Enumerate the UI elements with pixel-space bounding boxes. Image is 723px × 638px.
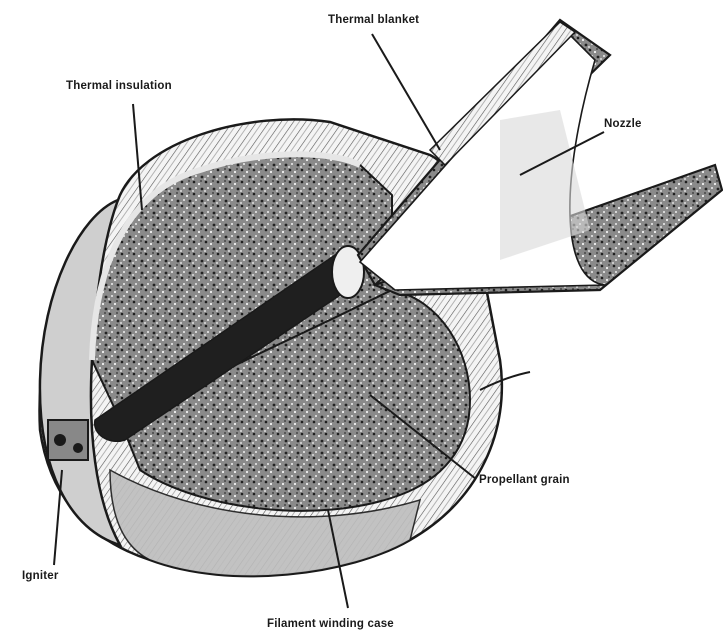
label-nozzle: Nozzle xyxy=(604,118,642,130)
label-thermal-insulation: Thermal insulation xyxy=(66,80,172,92)
label-igniter: Igniter xyxy=(22,570,59,582)
label-thermal-blanket: Thermal blanket xyxy=(328,14,419,26)
label-propellant-grain: Propellant grain xyxy=(479,474,570,486)
label-filament-winding-case: Filament winding case xyxy=(267,618,394,630)
leader-thermal-blanket xyxy=(372,34,440,150)
igniter xyxy=(48,420,88,460)
